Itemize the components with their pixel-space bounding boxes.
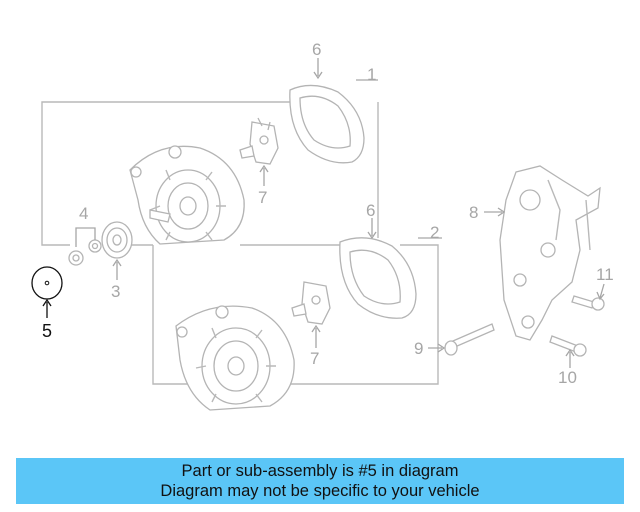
caption-line-2: Diagram may not be specific to your vehi…	[160, 482, 480, 500]
callout-4: 4	[79, 204, 88, 223]
callout-1: 1	[367, 65, 376, 84]
leader-7-upper	[259, 164, 269, 186]
bolt-9	[444, 323, 495, 356]
callout-7-upper: 7	[258, 188, 267, 207]
alternator-1	[129, 145, 245, 245]
callout-11: 11	[596, 265, 614, 284]
callout-7-lower: 7	[310, 349, 319, 368]
callout-6-lower: 6	[366, 201, 375, 220]
callout-6-upper: 6	[312, 40, 321, 59]
rear-cover-6-upper	[289, 84, 365, 164]
callout-8: 8	[469, 203, 478, 222]
regulator-7-lower	[291, 281, 331, 325]
regulator-7-upper	[239, 117, 279, 165]
bolt-11	[571, 295, 605, 311]
callout-3: 3	[111, 282, 120, 301]
leader-5	[42, 298, 52, 318]
leader-3	[112, 258, 122, 280]
leader-9	[428, 343, 446, 353]
caption-line-1: Part or sub-assembly is #5 in diagram	[181, 462, 459, 480]
rear-cover-6-lower	[339, 237, 417, 319]
pulley-3	[101, 221, 133, 259]
washer-5	[31, 266, 63, 300]
callout-10: 10	[558, 368, 577, 387]
callout-5: 5	[42, 321, 52, 341]
leader-11	[596, 283, 605, 301]
callout-2: 2	[430, 223, 439, 242]
bracket-8	[499, 165, 601, 341]
bolt-10	[549, 335, 587, 357]
nuts-4	[68, 227, 102, 266]
leader-10	[565, 348, 575, 368]
leader-6-lower	[367, 218, 377, 240]
callout-9: 9	[414, 339, 423, 358]
parts-diagram: 1 2 3 4 5 6 6 7 7 8 9 10 11	[31, 40, 614, 411]
leader-8	[484, 207, 506, 217]
caption-banner: Part or sub-assembly is #5 in diagram Di…	[16, 458, 624, 504]
assembly-1-box	[41, 101, 340, 246]
assembly-2-box	[152, 244, 439, 385]
leader-6-upper	[313, 58, 323, 80]
alternator-2	[175, 305, 295, 411]
leader-7-lower	[311, 324, 321, 348]
